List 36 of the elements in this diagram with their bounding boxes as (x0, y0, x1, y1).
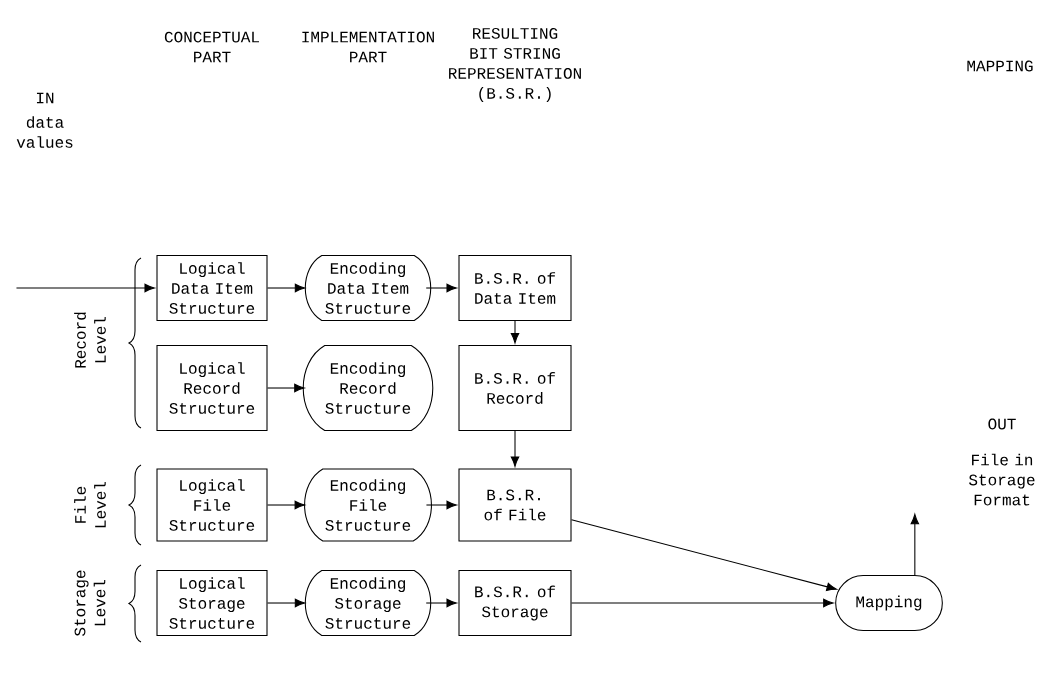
process-box: Logical Data Item Structure (156, 254, 268, 322)
arrow (425, 283, 457, 293)
mapping-box: Mapping (835, 574, 943, 632)
arrow (267, 383, 305, 393)
process-box: B.S.R. of Record (458, 344, 572, 432)
column-heading: CONCEPTUAL PART (164, 31, 259, 63)
encoding-box: Encoding Record Structure (302, 344, 434, 432)
process-box: Logical File Structure (156, 468, 268, 542)
process-box: B.S.R. of File (458, 468, 572, 542)
column-heading: IMPLEMENTATION PART (302, 31, 434, 63)
encoding-box: Encoding Storage Structure (304, 569, 432, 637)
encoding-box: Encoding Data Item Structure (304, 254, 432, 322)
row-label: File Level (74, 481, 106, 528)
row-label: Record Level (74, 312, 106, 368)
arrow (571, 598, 834, 608)
arrow (425, 500, 457, 510)
process-box: B.S.R. of Storage (458, 569, 572, 637)
arrow (910, 513, 920, 576)
column-heading: MAPPING (967, 60, 1033, 72)
input-heading: IN (36, 92, 54, 104)
column-heading: RESULTING BIT STRING REPRESENTATION (B.S.R.) (449, 28, 581, 102)
arrow (510, 430, 520, 467)
process-box: Logical Storage Structure (156, 569, 268, 637)
arrow (510, 320, 520, 344)
output-text: OUT File in Storage Format (969, 418, 1035, 506)
encoding-box: Encoding File Structure (304, 468, 432, 542)
arrow (267, 283, 306, 293)
row-label: Storage Level (74, 570, 106, 636)
process-box: Logical Record Structure (156, 344, 268, 432)
arrow (15, 283, 155, 293)
arrow (267, 598, 306, 608)
arrow (267, 500, 305, 510)
process-box: B.S.R. of Data Item (458, 254, 572, 322)
input-text: data values (16, 116, 73, 148)
arrow (571, 519, 837, 591)
arrow (425, 598, 457, 608)
